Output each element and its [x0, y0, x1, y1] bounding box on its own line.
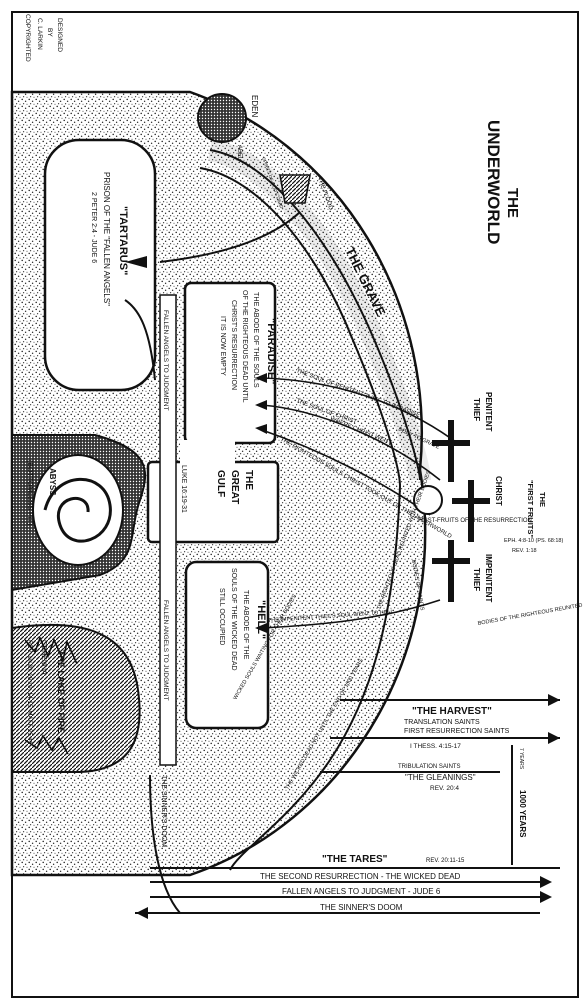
christ-soul-arrow — [261, 404, 441, 481]
ark-icon — [279, 174, 311, 204]
impenitent-thief-label: THIEF — [472, 568, 481, 591]
penitent-label: PENITENT — [484, 392, 493, 432]
gulf-the: THE — [243, 470, 254, 490]
impenitent-cross — [432, 540, 470, 602]
righteous-souls-arrow — [261, 429, 431, 516]
hell-line-2: SOULS OF THE WICKED DEAD — [230, 568, 237, 671]
gulf-stem — [180, 440, 235, 464]
paradise-line-2: OF THE RIGHTEOUS DEAD UNTIL — [241, 290, 248, 403]
tartarus-title: "TARTARUS" — [117, 206, 129, 275]
tartarus-ref: 2 PETER 2:4 - JUDE 6 — [90, 192, 97, 263]
grave-lower-path — [229, 485, 401, 871]
fallen-angels-band — [159, 294, 177, 766]
eden-label: EDEN — [250, 95, 259, 117]
first-res-label: FIRST RESURRECTION SAINTS — [404, 728, 510, 735]
tares-label: "THE TARES" — [322, 854, 388, 865]
copyright-by: BY — [46, 28, 53, 37]
fallen-angels-label-2: FALLEN ANGELS TO JUDGMENT — [162, 600, 169, 701]
paradise-line-1: THE ABODE OF THE SOULS — [252, 292, 261, 388]
gulf-ref: LUKE 16:19-31 — [180, 465, 187, 513]
lake-of-fire — [11, 623, 141, 773]
eph-ref: EPH. 4:8-10 (PS. 68:18) — [504, 538, 563, 544]
hell-line-3: STILL OCCUPIED — [218, 588, 225, 645]
fallen-judgment-label: FALLEN ANGELS TO JUDGMENT - JUDE 6 — [282, 887, 441, 896]
first-fruits-the: THE — [538, 492, 547, 507]
translation-label: TRANSLATION SAINTS — [404, 719, 480, 726]
fallen-angels-label-1: FALLEN ANGELS TO JUDGMENT — [162, 310, 169, 411]
years-small-label: 7 YEARS — [518, 748, 524, 770]
christ-cross — [452, 480, 490, 542]
harvest-label: "THE HARVEST" — [412, 706, 492, 717]
impenitent-soul-arrow — [261, 599, 441, 629]
paradise-line-3: CHRIST'S RESURRECTION — [230, 300, 237, 390]
years-label: 1000 YEARS — [518, 790, 527, 838]
sinners-doom-curve — [149, 774, 181, 914]
impenitent-label: IMPENITENT — [484, 554, 493, 603]
abyss-title: ABYSS — [48, 468, 57, 496]
paradise-title: "PARADISE" — [265, 318, 277, 384]
abyss-serpent — [32, 454, 124, 566]
tribulation-label: TRIBULATION SAINTS — [398, 764, 461, 770]
thess-label: I THESS. 4:15-17 — [410, 743, 461, 750]
penitent-cross — [432, 420, 470, 482]
abyss-sub: (BOTTOMLESS PIT) — [26, 460, 33, 525]
eden-globe — [197, 93, 247, 143]
gulf-great: GREAT — [229, 470, 240, 504]
hell-line-1: THE ABODE OF THE — [242, 590, 251, 660]
copyright-designed: DESIGNED — [56, 18, 63, 52]
lake-title: THE LAKE OF FIRE — [56, 650, 66, 733]
christ-label: CHRIST — [494, 476, 503, 506]
rev-ref: REV. 1:18 — [512, 548, 537, 554]
paradise-line-4: IT IS NOW EMPTY — [219, 316, 226, 376]
copyright-label: COPYRIGHTED — [24, 14, 31, 62]
hell-title: "HELL" — [255, 600, 267, 639]
tartarus-down-arrow — [124, 299, 156, 381]
resurrection-label: FIRST-FRUITS OF THE RESURRECTION — [418, 518, 532, 524]
abel-label: ABEL — [236, 145, 242, 161]
sinners-doom-label: THE SINNER'S DOOM — [320, 903, 403, 912]
lake-gehenna: GEHENNA — [40, 640, 47, 675]
tartarus-arrow — [159, 211, 301, 263]
first-fruits-label: "FIRST FRUITS" — [526, 480, 535, 538]
gulf-word: GULF — [215, 470, 226, 497]
copyright-name: C. LARKIN — [36, 18, 43, 50]
title-the: THE — [504, 188, 521, 218]
abyss-coil — [43, 477, 112, 543]
lake-ref: REV. 19:20; 20:10, 14-15; MATT. 25:41 — [26, 640, 32, 745]
rev20-label: REV. 20:4 — [430, 785, 459, 792]
title-underworld: UNDERWORLD — [484, 120, 503, 244]
thief-label: THIEF — [472, 398, 481, 421]
second-res-label: THE SECOND RESURRECTION - THE WICKED DEA… — [260, 872, 461, 881]
tartarus-box — [43, 138, 157, 392]
lake-flames — [24, 635, 78, 755]
tomb-circle — [413, 485, 443, 515]
tares-ref: REV. 20:11-15 — [426, 858, 465, 864]
penitent-soul-arrow — [261, 377, 461, 446]
tartarus-sub: PRISON OF THE "FALLEN ANGELS" — [102, 172, 111, 306]
sinners-doom-vertical: THE SINNER'S DOOM — [160, 775, 167, 847]
righteous-outside-label: BODIES OF THE RIGHTEOUS REUNITED — [477, 603, 583, 627]
hell-box — [184, 560, 270, 730]
gleanings-label: "THE GLEANINGS" — [405, 773, 476, 782]
